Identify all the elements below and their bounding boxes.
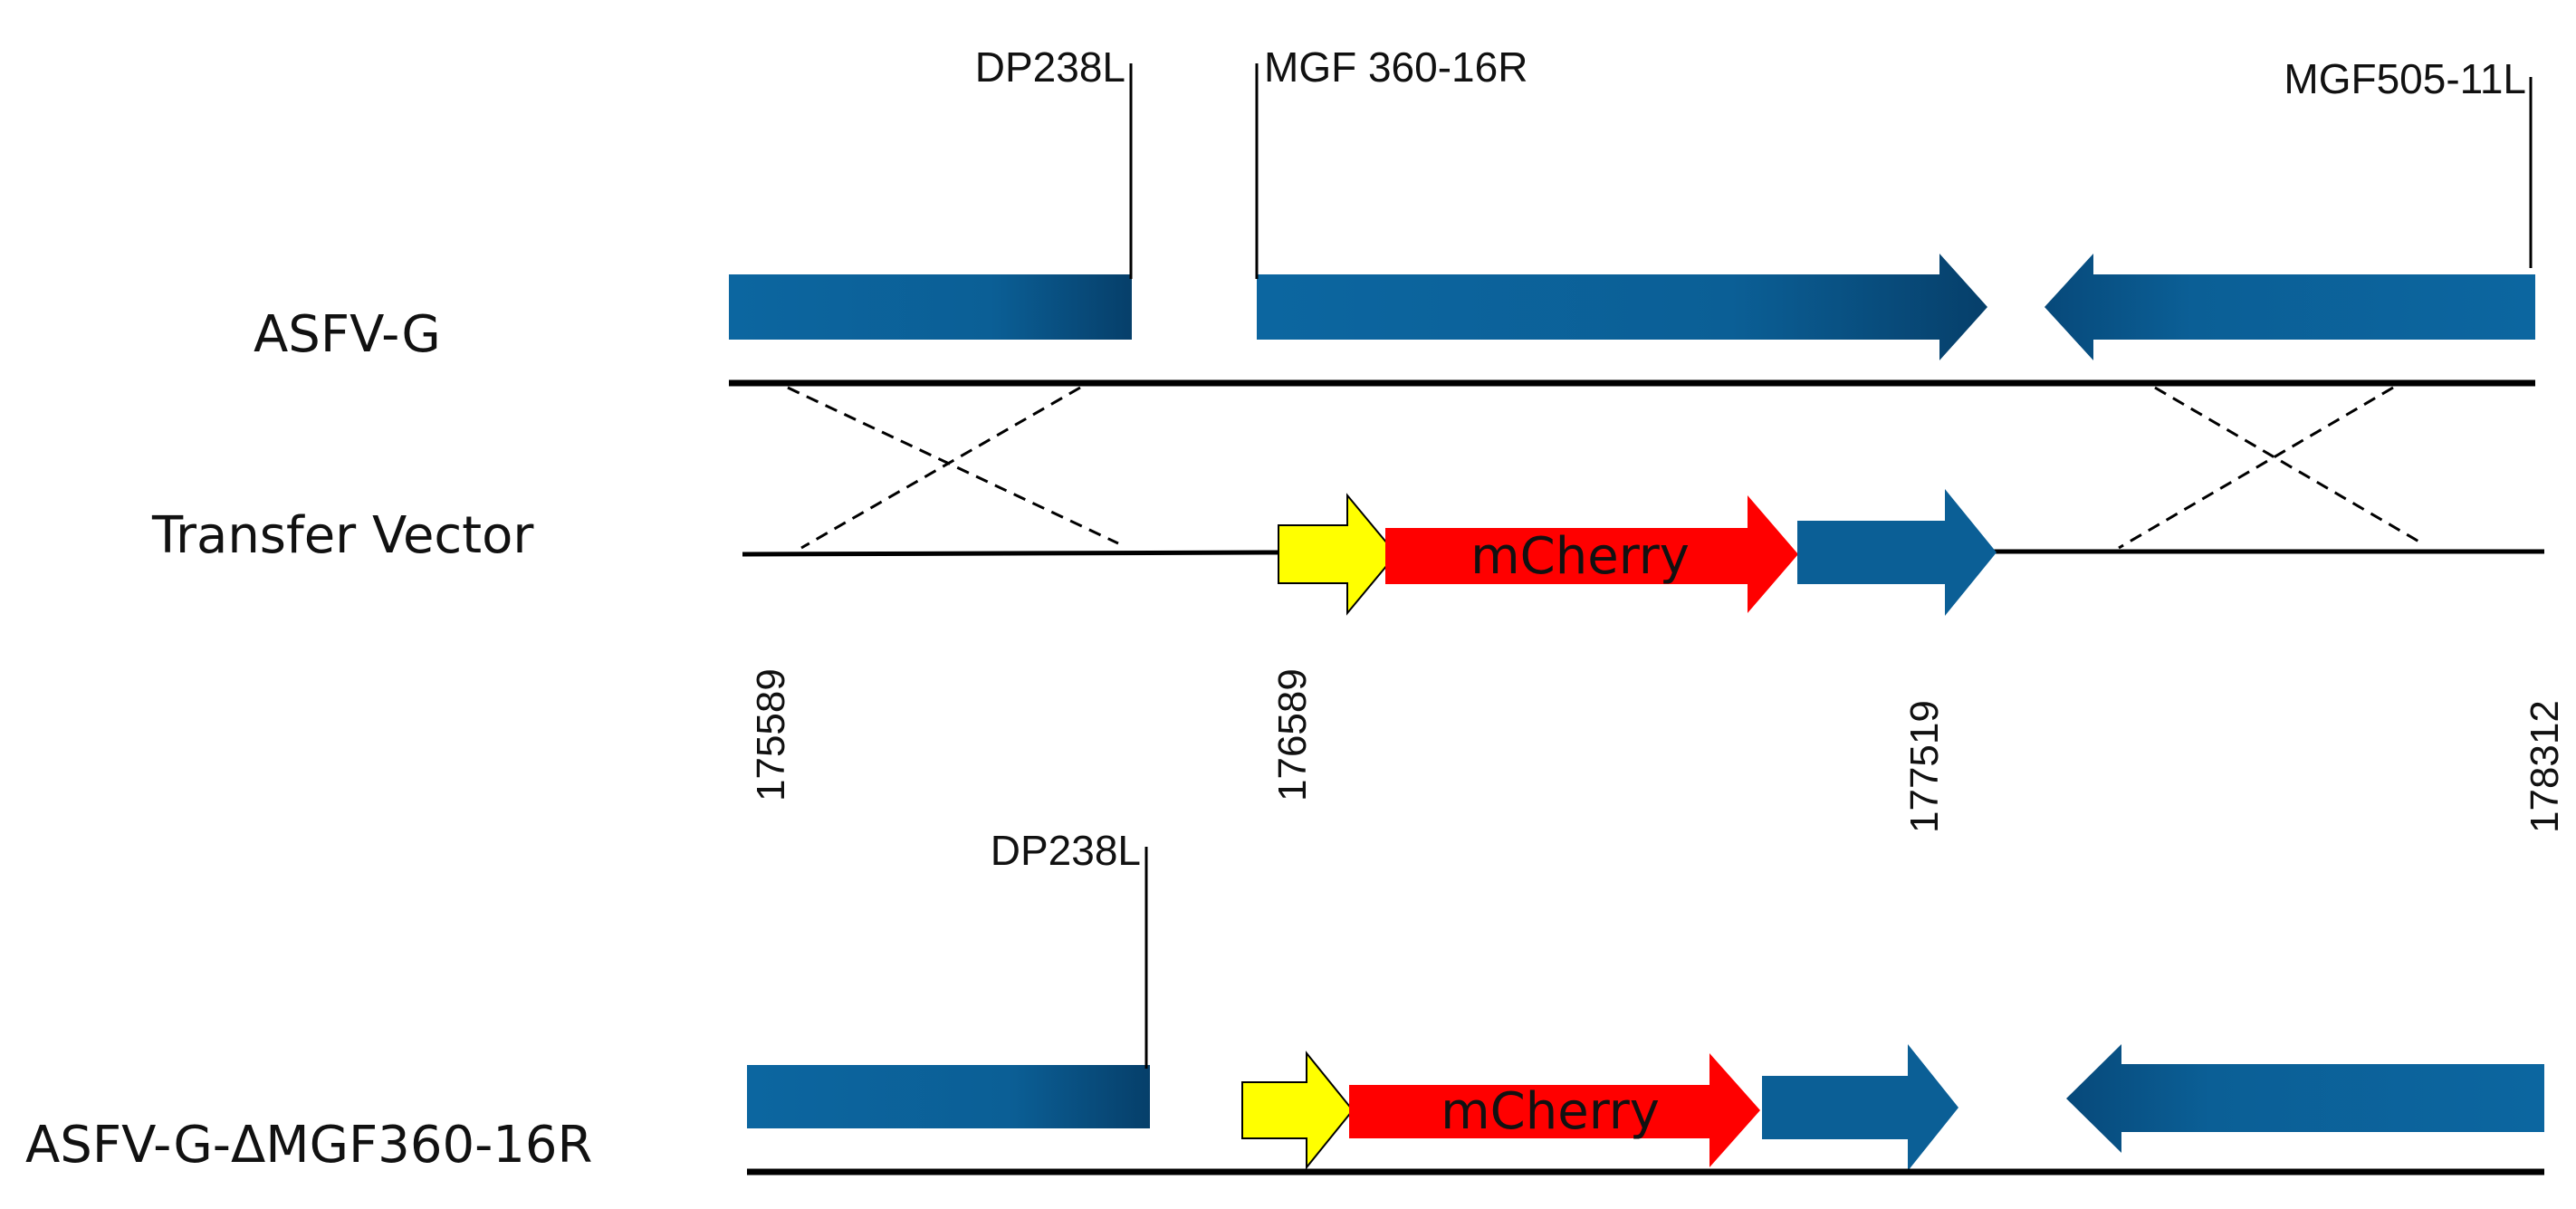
recombinant-promoter-arrow <box>1241 1051 1355 1170</box>
right-crossover-line-b <box>2118 386 2394 550</box>
dp238l-gene-block <box>729 274 1132 340</box>
mgf505-11l-gene-label: MGF505-11L <box>2284 55 2526 102</box>
crossover-lines <box>787 386 2423 550</box>
recombinant-mcherry-label: mCherry <box>1441 1082 1660 1141</box>
recombinant-dp238l-gene-label: DP238L <box>991 827 1141 874</box>
recombinant-row: ASFV-G-ΔMGF360-16R DP238L mCherry <box>25 827 2544 1175</box>
transfer-vector-mcherry-arrow <box>1385 495 1798 613</box>
recombinant-blue-arrow <box>1762 1044 1958 1171</box>
coordinate-label-2: 176589 <box>1270 668 1315 801</box>
transfer-vector-row: Transfer Vector mCherry <box>151 489 2544 616</box>
coordinate-label-3: 177519 <box>1902 700 1947 833</box>
mgf360-16r-gene-label: MGF 360-16R <box>1264 43 1527 91</box>
left-crossover-line-a <box>787 386 1119 545</box>
right-crossover-line-a <box>2154 386 2423 545</box>
left-crossover-line-b <box>800 386 1081 550</box>
wild-type-row: ASFV-G DP238L MGF 360-16R MGF505-11L <box>254 43 2535 387</box>
recombinant-mcherry-arrow <box>1349 1053 1760 1167</box>
dp238l-gene-label: DP238L <box>975 43 1125 91</box>
transfer-vector-mcherry-label: mCherry <box>1470 527 1690 586</box>
coordinate-label-4: 178312 <box>2523 700 2567 833</box>
mgf505-11l-gene-arrow <box>2045 254 2535 360</box>
recombinant-mgf505-11l-arrow <box>2066 1044 2544 1153</box>
recombinant-row-label: ASFV-G-ΔMGF360-16R <box>25 1116 592 1175</box>
transfer-vector-blue-arrow <box>1797 489 1997 616</box>
coordinate-label-1: 175589 <box>749 668 793 801</box>
recombinant-dp238l-gene-block <box>747 1065 1150 1128</box>
transfer-vector-row-label: Transfer Vector <box>151 506 534 565</box>
transfer-vector-promoter-arrow <box>1278 493 1398 616</box>
transfer-vector-line-left <box>742 550 1279 557</box>
genome-coordinates: 175589 176589 177519 178312 <box>749 668 2567 833</box>
mgf360-16r-gene-arrow <box>1257 254 1987 360</box>
wild-type-row-label: ASFV-G <box>254 305 441 364</box>
